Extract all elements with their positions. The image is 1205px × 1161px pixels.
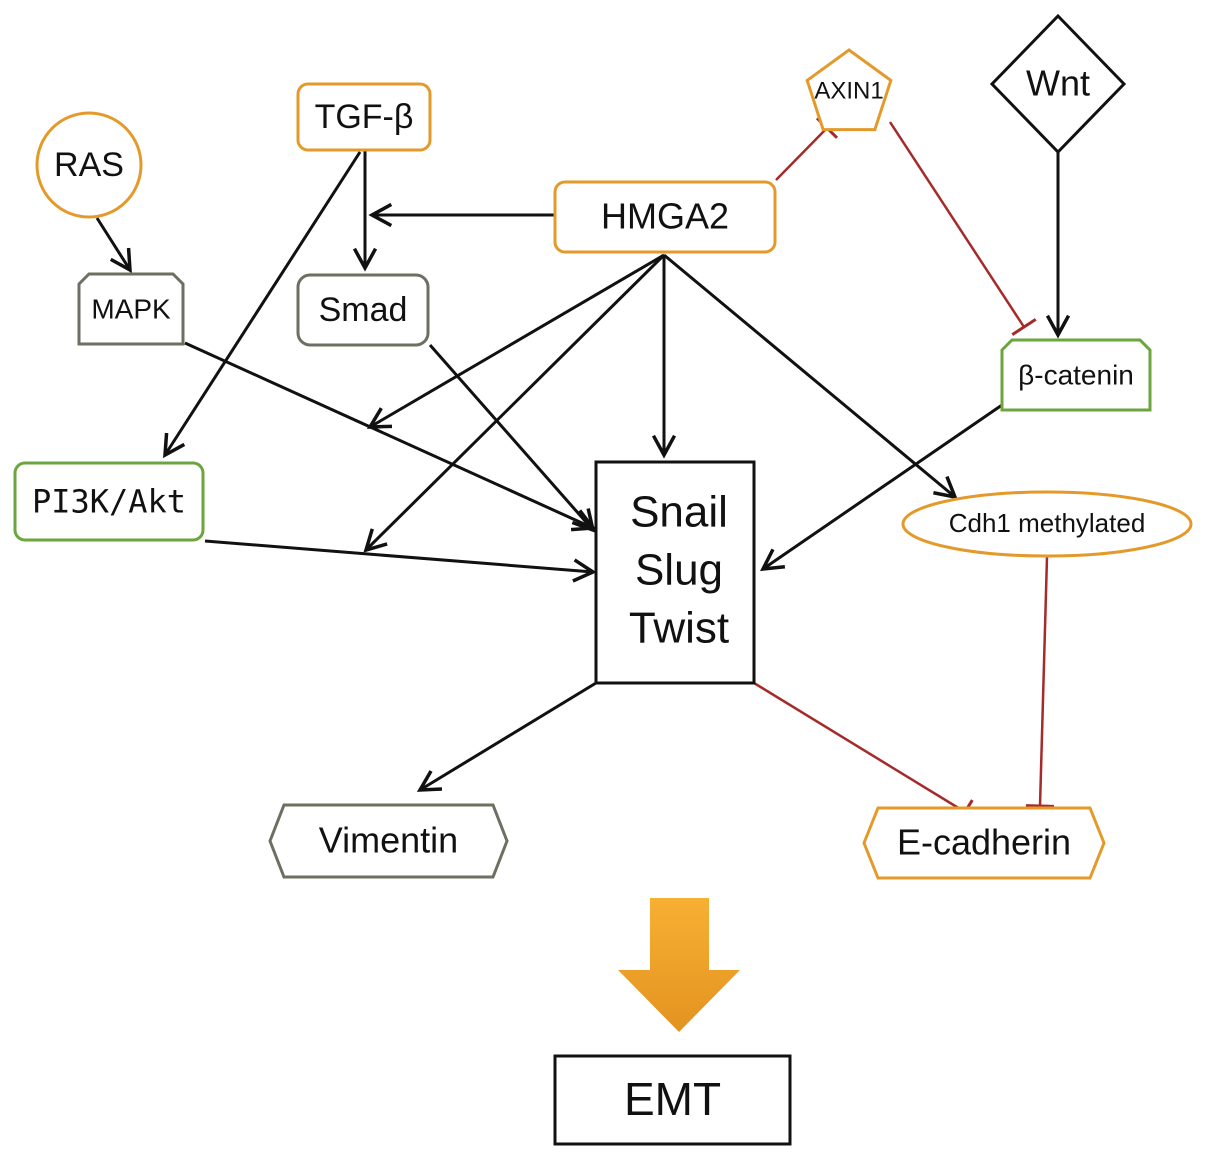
hmga2-box <box>553 180 777 254</box>
edge-line <box>364 253 666 552</box>
node-bcatenin[interactable]: β-catenin <box>1000 338 1152 412</box>
edge-line <box>163 151 362 456</box>
axin1-pentagon <box>805 48 893 132</box>
edge-cdh1-to-ecadherin <box>1025 556 1055 808</box>
node-label: Cdh1 methylated <box>949 508 1146 538</box>
edge-line <box>428 344 595 531</box>
edge-tgfb-to-pi3k <box>163 151 362 459</box>
edge-snail-to-ecadherin <box>753 681 974 825</box>
node-label: Smad <box>319 291 408 329</box>
ras-circle <box>35 111 143 219</box>
node-label: β-catenin <box>1018 359 1134 390</box>
edge-hmga2-to-tgfb-smad-link <box>368 202 555 228</box>
edge-line <box>95 217 132 271</box>
edge-pi3k-to-snail <box>204 539 597 583</box>
smad-box <box>296 273 430 347</box>
edge-line <box>369 253 665 429</box>
pi3k-box <box>13 461 205 542</box>
edge-wnt-to-bcatenin <box>1045 152 1071 339</box>
node-wnt[interactable]: Wnt <box>989 13 1127 155</box>
arrowhead <box>651 434 677 459</box>
node-hmga2[interactable]: HMGA2 <box>553 180 777 254</box>
arrowhead <box>352 247 378 272</box>
edges-layer <box>95 117 1071 825</box>
arrowhead <box>363 528 388 553</box>
edge-snail-to-vimentin <box>416 681 597 792</box>
inhibition-bar <box>1011 318 1037 336</box>
node-mapk[interactable]: MAPK <box>77 272 185 346</box>
arrowhead <box>759 548 786 572</box>
node-label: RAS <box>54 146 124 184</box>
emt-box <box>553 1054 792 1146</box>
mapk-box <box>77 272 185 346</box>
edge-line <box>663 253 956 499</box>
arrowhead <box>163 432 186 459</box>
edge-smad-to-snail <box>428 344 596 533</box>
node-axin1[interactable]: AXIN1 <box>805 48 893 132</box>
edge-mapk-to-snail <box>184 341 597 532</box>
node-label: HMGA2 <box>601 196 729 237</box>
edge-line <box>204 539 594 574</box>
arrowhead <box>1045 314 1071 339</box>
edge-line <box>184 341 594 530</box>
node-label: E-cadherin <box>897 822 1071 863</box>
edge-axin1-to-bcatenin <box>888 121 1037 336</box>
outcome-arrow-shape <box>618 898 740 1032</box>
node-label: EMT <box>624 1073 721 1125</box>
node-pi3k[interactable]: PI3K/Akt <box>13 461 205 542</box>
edge-line <box>1038 556 1049 807</box>
edge-line <box>753 681 966 814</box>
node-label: TGF-β <box>315 98 414 136</box>
node-emt[interactable]: EMT <box>553 1054 792 1146</box>
node-cdh1[interactable]: Cdh1 methylated <box>901 490 1193 558</box>
edge-line <box>762 403 1003 571</box>
node-label-line: Snail <box>630 488 728 537</box>
inhibition-bar <box>1025 804 1055 808</box>
node-label: Wnt <box>1026 63 1090 104</box>
arrowhead <box>368 202 393 228</box>
edge-bcatenin-to-snail <box>759 403 1003 572</box>
edge-hmga2-to-cdh1 <box>663 253 958 500</box>
emt-outcome-arrow-icon <box>618 898 740 1032</box>
node-smad[interactable]: Smad <box>296 273 430 347</box>
snail-box <box>594 460 756 685</box>
edge-hmga2-to-pi3k-snail-link <box>363 253 666 553</box>
edge-hmga2-to-snail <box>651 255 677 459</box>
arrowhead <box>571 508 596 533</box>
edge-ras-to-mapk <box>95 217 132 274</box>
edge-line <box>888 121 1026 328</box>
node-ecadherin[interactable]: E-cadherin <box>862 806 1106 880</box>
arrowhead <box>933 475 958 500</box>
cdh1-ellipse <box>901 490 1193 558</box>
bcatenin-box <box>1000 338 1152 412</box>
wnt-diamond <box>989 13 1127 155</box>
edge-line <box>775 127 828 181</box>
arrowhead <box>109 247 132 274</box>
node-vimentin[interactable]: Vimentin <box>268 803 509 879</box>
ecadherin-hexagon <box>862 806 1106 880</box>
vimentin-hexagon <box>268 803 509 879</box>
node-label-line: Twist <box>629 604 729 653</box>
node-label-line: Slug <box>635 546 723 595</box>
node-label: AXIN1 <box>814 77 883 104</box>
node-label: Vimentin <box>319 820 458 861</box>
node-ras[interactable]: RAS <box>35 111 143 219</box>
node-label: MAPK <box>91 293 171 324</box>
node-tgfb[interactable]: TGF-β <box>296 82 432 152</box>
arrowhead <box>572 558 597 583</box>
edge-line <box>419 681 597 792</box>
edge-tgfb-to-smad <box>352 150 378 272</box>
tgfb-box <box>296 82 432 152</box>
node-label: PI3K/Akt <box>32 483 186 521</box>
arrowhead <box>416 770 443 792</box>
